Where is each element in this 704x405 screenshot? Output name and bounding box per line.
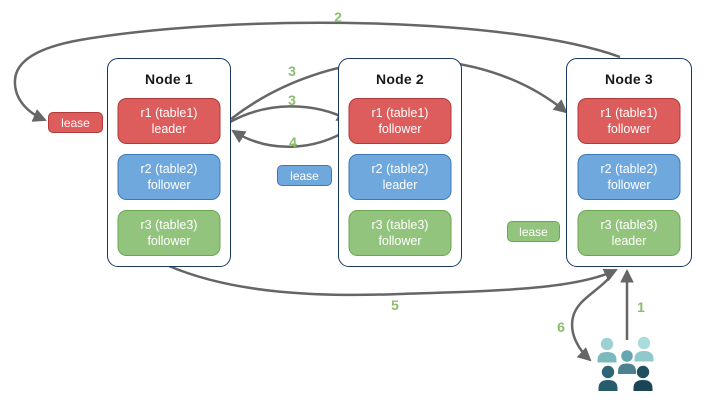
- replica-name: r3 (table3): [371, 217, 429, 232]
- replica-name: r2 (table2): [600, 161, 658, 176]
- replica-role: leader: [151, 122, 187, 136]
- node-3-replica-r2: r2 (table2) follower: [577, 154, 681, 200]
- node-1: Node 1 r1 (table1) leader r2 (table2) fo…: [107, 58, 231, 267]
- step-label-3b: 3: [288, 92, 296, 108]
- node-2-title: Node 2: [376, 71, 424, 87]
- replica-name: r2 (table2): [140, 161, 198, 176]
- arrow-step-3-node1-to-node2: [229, 105, 351, 124]
- node-1-replica-r3: r3 (table3) follower: [117, 210, 221, 256]
- replica-name: r1 (table1): [140, 105, 198, 120]
- step-label-2: 2: [334, 9, 342, 25]
- node-1-replica-r2: r2 (table2) follower: [117, 154, 221, 200]
- step-label-6: 6: [557, 319, 565, 335]
- replica-name: r3 (table3): [140, 217, 198, 232]
- replica-role: follower: [378, 234, 422, 248]
- step-label-5: 5: [391, 297, 399, 313]
- replica-role: follower: [147, 234, 191, 248]
- lease-badge-green: lease: [507, 221, 560, 242]
- node-2-replica-r2: r2 (table2) leader: [348, 154, 452, 200]
- arrow-step-2-node3-to-lease1: [13, 21, 621, 122]
- replica-role: follower: [607, 122, 651, 136]
- replica-role: follower: [607, 178, 651, 192]
- replica-name: r1 (table1): [371, 105, 429, 120]
- replica-role: follower: [378, 122, 422, 136]
- node-3-replica-r3: r3 (table3) leader: [577, 210, 681, 256]
- node-2: Node 2 r1 (table1) follower r2 (table2) …: [338, 58, 462, 267]
- replica-role: follower: [147, 178, 191, 192]
- replica-name: r3 (table3): [600, 217, 658, 232]
- replica-role: leader: [611, 234, 647, 248]
- lease-badge-blue: lease: [277, 165, 332, 186]
- node-3: Node 3 r1 (table1) follower r2 (table2) …: [566, 58, 692, 267]
- step-label-3a: 3: [288, 63, 296, 79]
- replica-name: r2 (table2): [371, 161, 429, 176]
- arrow-step-6-node3-to-users: [570, 269, 617, 362]
- node-2-replica-r3: r3 (table3) follower: [348, 210, 452, 256]
- step-label-4: 4: [289, 134, 297, 150]
- node-2-replica-r1: r1 (table1) follower: [348, 98, 452, 144]
- users-group-icon: [597, 336, 654, 391]
- replica-name: r1 (table1): [600, 105, 658, 120]
- node-1-title: Node 1: [145, 71, 193, 87]
- node-1-replica-r1: r1 (table1) leader: [117, 98, 221, 144]
- node-3-replica-r1: r1 (table1) follower: [577, 98, 681, 144]
- replica-role: leader: [382, 178, 418, 192]
- arrow-step-5-node1-to-node3: [168, 264, 618, 297]
- lease-badge-red: lease: [48, 112, 103, 133]
- step-label-1: 1: [637, 299, 645, 315]
- node-3-title: Node 3: [605, 71, 653, 87]
